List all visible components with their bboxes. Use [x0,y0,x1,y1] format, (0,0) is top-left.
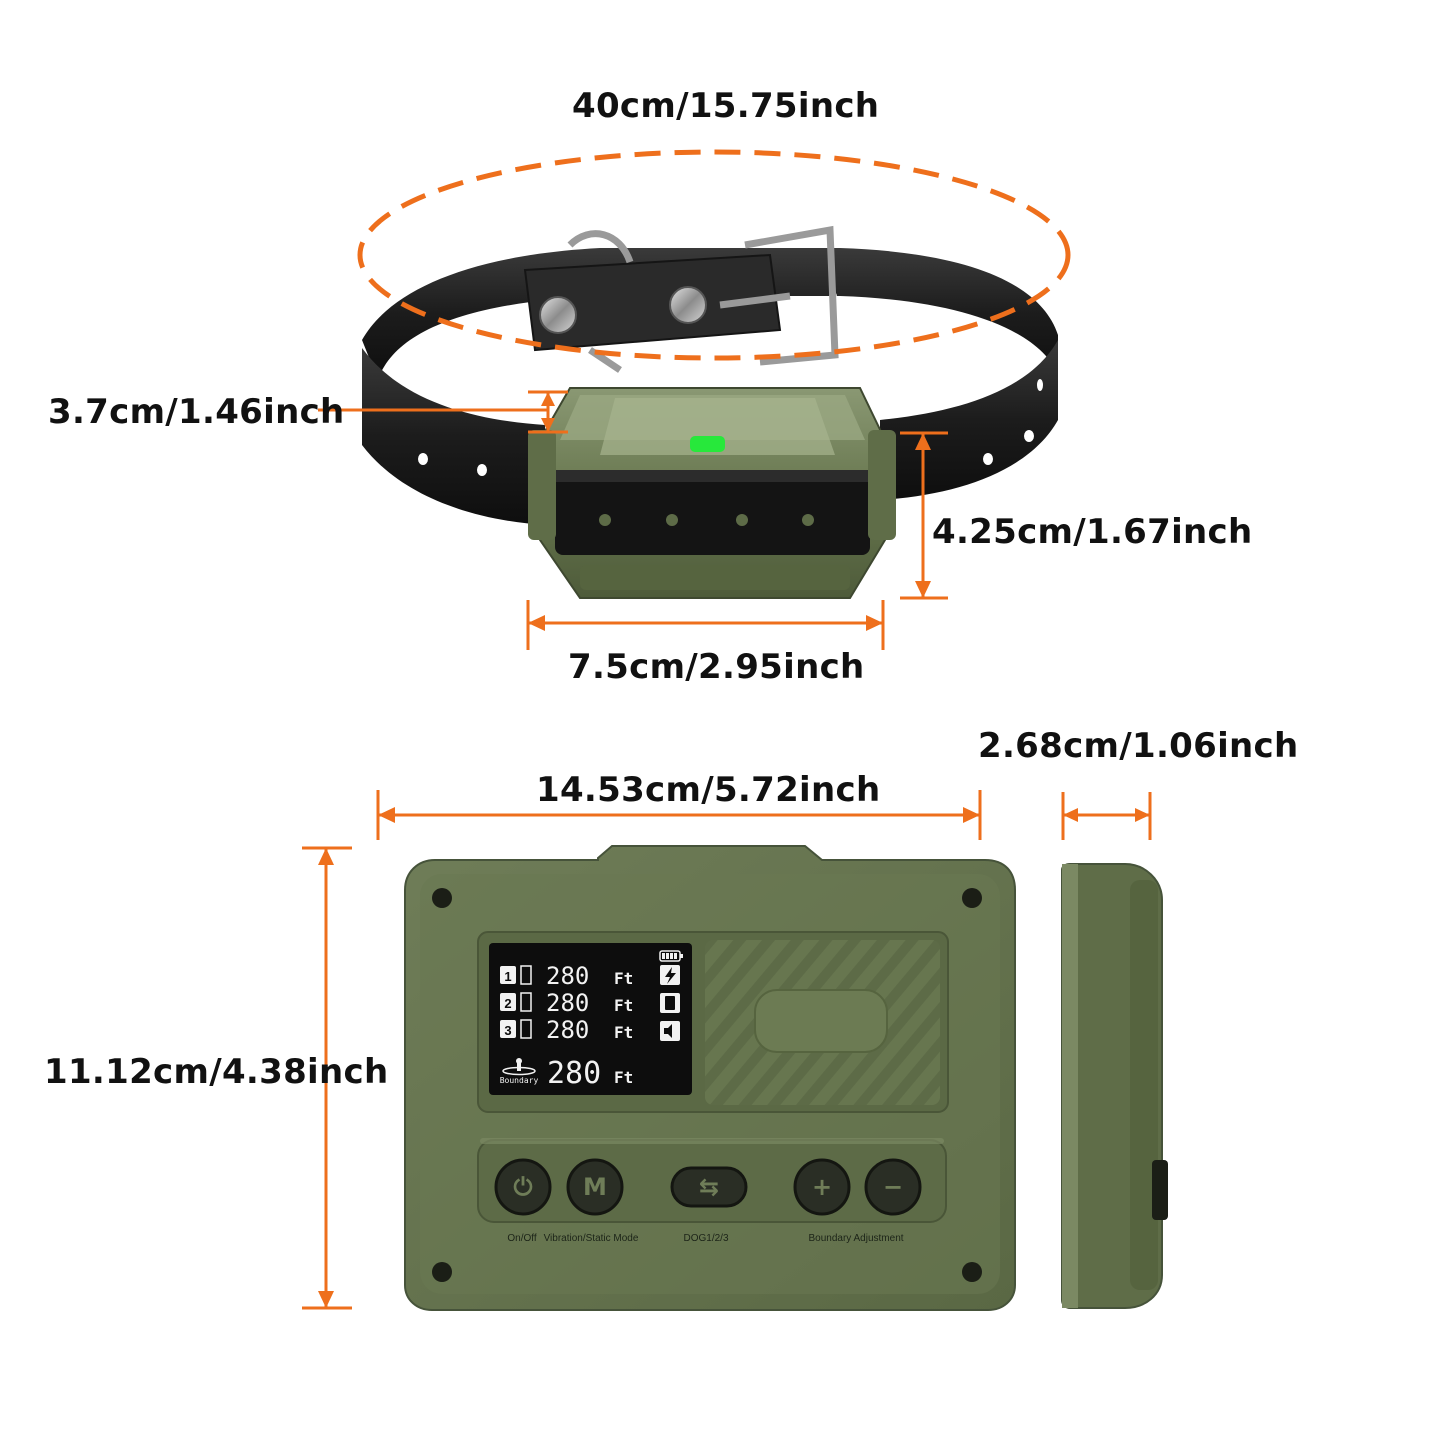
static-shock-icon [665,967,676,984]
power-button[interactable]: ⏻ [496,1160,550,1214]
collar-dimension-lines [302,390,1152,1310]
remote-front [404,845,1016,1311]
collar-strap-front [362,348,545,525]
remote-height-label: 11.12cm/4.38inch [44,1052,389,1092]
dimension-arrowheads [318,392,1150,1308]
strap-keeper [523,253,782,352]
remote-width-label: 14.53cm/5.72inch [536,770,881,810]
collar-receiver [528,387,896,599]
lcd-screen [489,943,692,1095]
corner-screws [432,888,982,1282]
lcd-dog-battery-icon [520,965,532,985]
lcd-dog-badge [500,1020,516,1038]
lcd-content [500,950,683,1076]
vibration-icon [665,996,675,1010]
minus-icon: − [882,1173,904,1201]
collar-strap-front-right [880,340,1058,500]
remote-button-shapes [494,1158,922,1216]
buckle [567,225,839,373]
minus-button[interactable]: − [866,1160,920,1214]
remote-side [1061,863,1168,1309]
lcd-dog-badge [500,966,516,984]
remote-depth-label: 2.68cm/1.06inch [978,726,1299,766]
collar-width-label: 7.5cm/2.95inch [568,647,865,687]
collar [357,149,1071,599]
rivet [669,286,707,324]
collar-height-label: 4.25cm/1.67inch [932,512,1253,552]
sound-icon [664,1024,672,1038]
power-icon: ⏻ [513,1173,533,1201]
mode-button[interactable]: M [568,1160,622,1214]
boundary-icon [502,1058,536,1076]
rivet [539,296,577,334]
status-led [690,436,725,452]
lcd-dog-battery-icon [520,1019,532,1039]
lcd-dog-badge [500,993,516,1011]
dog-select-button[interactable]: ⇆ [672,1168,746,1206]
mode-icon: M [583,1173,607,1201]
circumference-dashed-ellipse [357,149,1071,361]
plus-icon: + [811,1173,833,1201]
collar-circumference-label: 40cm/15.75inch [572,86,880,126]
plus-button[interactable]: + [795,1160,849,1214]
swap-icon: ⇆ [698,1173,720,1201]
collar-thickness-label: 3.7cm/1.46inch [48,392,345,432]
strap-holes [418,291,1043,476]
lcd-dog-battery-icon [520,992,532,1012]
